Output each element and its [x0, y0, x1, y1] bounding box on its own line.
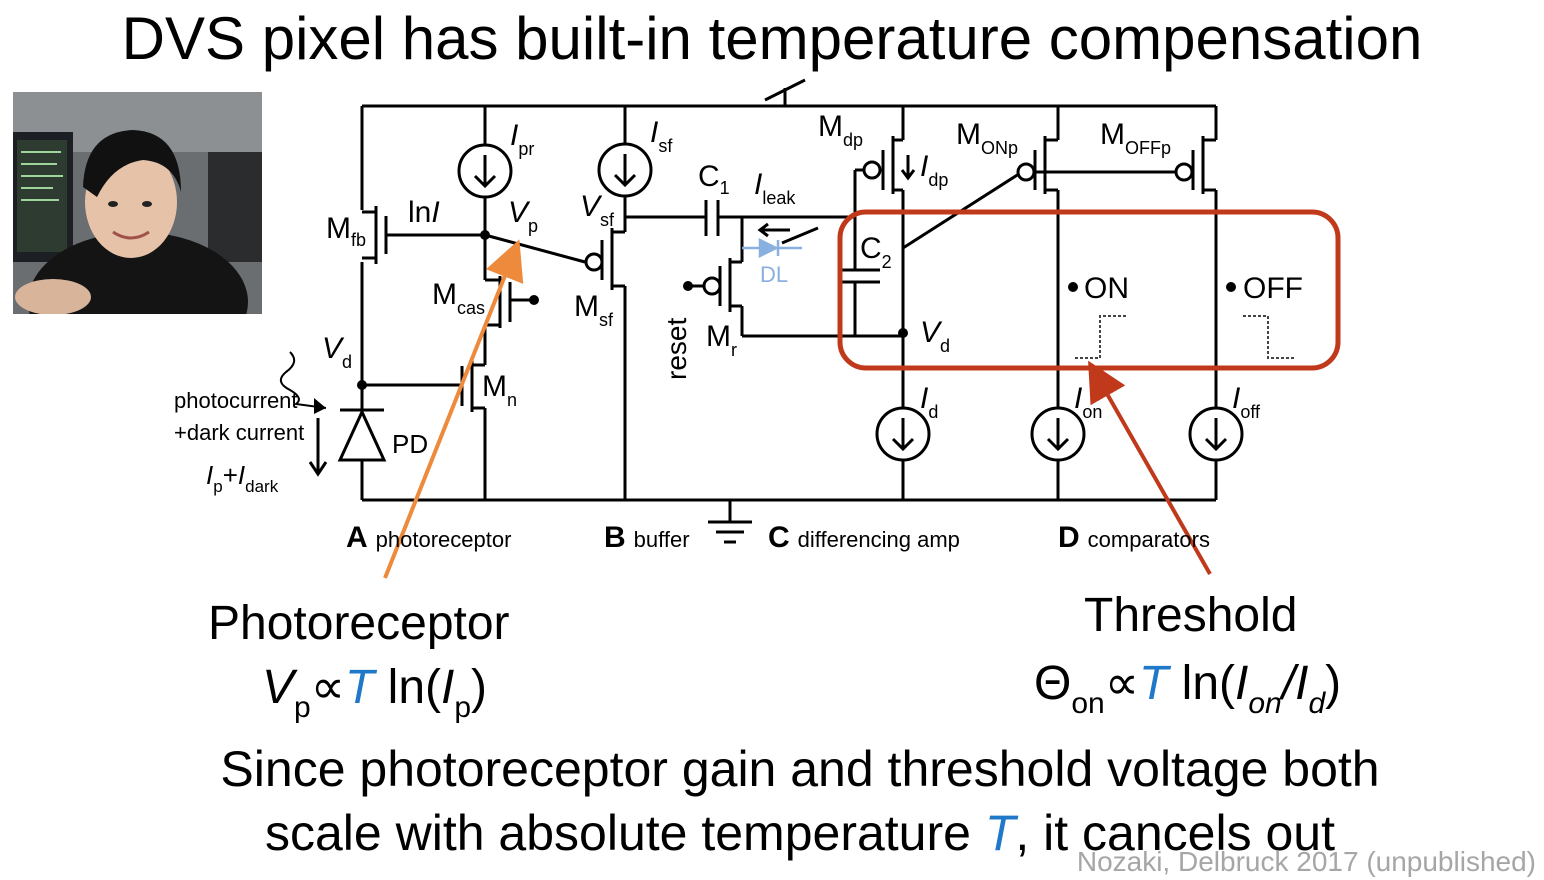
label-c1: C1 — [698, 160, 730, 198]
label-i-pr: Ipr — [510, 119, 534, 159]
dl-diode — [742, 237, 802, 259]
label-m-fb: Mfb — [326, 212, 366, 250]
label-v-sf: Vsf — [580, 190, 615, 230]
on-output-waveform — [1075, 315, 1128, 359]
threshold-heading: Threshold — [1084, 589, 1298, 642]
label-reset: reset — [661, 318, 692, 380]
label-m-offp: MOFFp — [1100, 118, 1171, 158]
label-dark-current: +dark current — [174, 420, 304, 445]
slide-title: DVS pixel has built-in temperature compe… — [121, 5, 1423, 72]
threshold-arrow — [1088, 360, 1212, 575]
threshold-formula: Θon∝T ln(Ion/Id) — [1034, 657, 1342, 720]
label-m-onp: MONp — [956, 118, 1018, 158]
light-squiggle — [279, 351, 327, 409]
person-photo — [13, 92, 262, 314]
label-v-p: Vp — [508, 196, 538, 236]
label-v-d: Vd — [920, 316, 950, 356]
junction-dots — [357, 230, 1236, 390]
gate-bubbles — [584, 160, 1194, 296]
label-i-leak: Ileak — [754, 168, 796, 208]
label-m-cas: Mcas — [432, 278, 485, 318]
label-i-sf: Isf — [650, 116, 673, 156]
label-m-sf: Msf — [574, 290, 614, 330]
label-ln-i: lnI — [408, 196, 440, 229]
label-i-off: Ioff — [1232, 382, 1261, 422]
label-i-dp: Idp — [920, 150, 948, 190]
current-source-arrows — [308, 154, 1228, 477]
label-ip-idark: Ip+Idark — [206, 460, 279, 496]
label-v-d-left: Vd — [322, 332, 352, 372]
label-m-dp: Mdp — [818, 110, 863, 150]
caption-line-1: Since photoreceptor gain and threshold v… — [220, 741, 1380, 797]
label-photocurrent: photocurrent — [174, 388, 298, 413]
wires — [340, 78, 1218, 544]
photodiode-symbol — [337, 408, 387, 462]
label-off: OFF — [1243, 272, 1303, 305]
label-dl: DL — [760, 262, 788, 287]
label-pd: PD — [392, 429, 428, 459]
credit-note: Nozaki, Delbruck 2017 (unpublished) — [1076, 846, 1536, 877]
label-m-n: Mn — [482, 370, 517, 410]
label-i-d: Id — [920, 382, 938, 422]
off-output-waveform — [1243, 315, 1296, 359]
photoreceptor-formula: Vp∝T ln(Ip) — [262, 661, 488, 724]
label-c2: C2 — [860, 232, 892, 272]
photoreceptor-arrow — [383, 239, 524, 579]
label-on: ON — [1084, 272, 1129, 305]
caption-line-2: scale with absolute temperature T, it ca… — [265, 805, 1335, 861]
label-m-r: Mr — [706, 320, 737, 360]
photoreceptor-heading: Photoreceptor — [208, 597, 510, 650]
label-i-on: Ion — [1074, 382, 1102, 422]
